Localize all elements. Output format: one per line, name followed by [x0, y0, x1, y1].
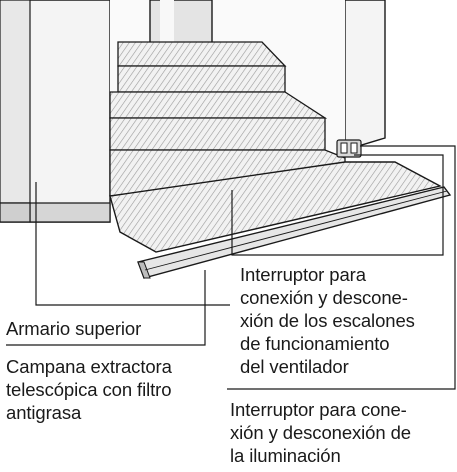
grease-filter-steps: [109, 41, 346, 197]
telescopic-tray: [109, 161, 452, 279]
label-telescopic-hood: Campana extractora telescópica con filtr…: [6, 356, 172, 423]
label-light-switch: Interruptor para cone- xión y desconexió…: [230, 399, 411, 466]
leader-armario: [35, 182, 230, 306]
leader-lines: [6, 145, 456, 390]
label-fan-speed-switch: Interruptor para conexión y descone- xió…: [240, 264, 415, 377]
switches: [336, 139, 362, 158]
leader-escalones: [231, 154, 444, 256]
label-upper-cabinet: Armario superior: [6, 318, 142, 339]
leader-campana: [6, 270, 206, 346]
leader-iluminacion: [227, 145, 456, 390]
